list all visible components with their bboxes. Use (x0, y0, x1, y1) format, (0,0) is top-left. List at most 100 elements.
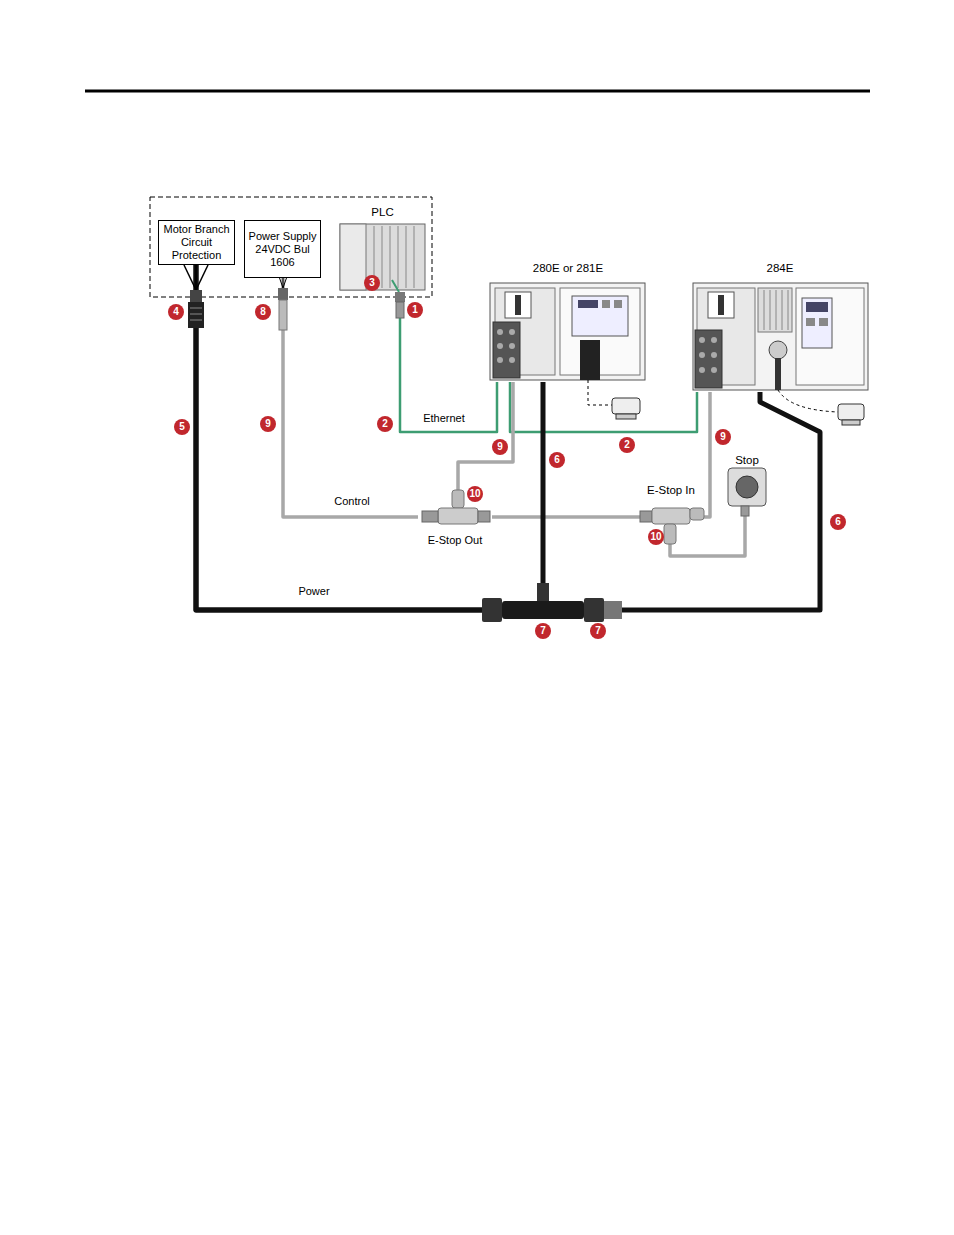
starter-280e (497, 329, 503, 335)
callout-number: 9 (492, 439, 508, 455)
plc-chassis (382, 226, 383, 288)
starter-280e (509, 329, 515, 335)
starter-284e (775, 358, 781, 390)
plc-chassis (398, 226, 399, 288)
plc-chassis (340, 224, 425, 292)
ethernet-plug (395, 292, 405, 318)
starter-284e (842, 420, 860, 425)
starter-284e (693, 283, 868, 425)
starter-284e (838, 404, 864, 420)
starter-280e (505, 292, 531, 318)
starter-284e (778, 390, 838, 412)
cable-label: Control (331, 495, 372, 507)
power-plug (190, 308, 202, 309)
stop-button (728, 468, 766, 516)
cable-label: Ethernet (420, 412, 468, 424)
control-cable (283, 278, 418, 517)
callout-number: 2 (619, 437, 635, 453)
power-tee (502, 601, 584, 619)
plc-chassis (406, 226, 407, 288)
starter-284e (718, 295, 724, 315)
starter-284e (802, 298, 832, 348)
callout-number: 9 (260, 416, 276, 432)
callout-number: 1 (407, 302, 423, 318)
panel-enclosure (150, 197, 432, 297)
callout-number: 4 (168, 304, 184, 320)
starter-280e (580, 340, 600, 380)
starter-device: 284E (690, 262, 870, 392)
node-text: PLC (371, 206, 393, 218)
estop-out-tee (452, 490, 464, 508)
power-tee (537, 583, 549, 601)
callout-number: 6 (549, 452, 565, 468)
power-tee (482, 583, 622, 622)
starter-284e (699, 367, 705, 373)
starter-284e (788, 290, 789, 330)
callout-number: 5 (174, 419, 190, 435)
ethernet-plug (396, 302, 404, 318)
node-text: E-Stop Out (428, 534, 482, 546)
starter-284e (699, 337, 705, 343)
starter-280e (616, 414, 636, 419)
plc-chassis (390, 226, 391, 288)
estop-in-tee (652, 508, 690, 524)
power-plug (190, 320, 202, 321)
starter-280e (612, 398, 640, 414)
callout-number: 10 (467, 486, 483, 502)
starter-280e (614, 300, 622, 308)
starter-280e (497, 357, 503, 363)
starter-284e (711, 352, 717, 358)
callout-number: 2 (377, 416, 393, 432)
plc-chassis (392, 280, 399, 292)
stop-station: Stop (722, 454, 772, 508)
starter-280e (509, 343, 515, 349)
estop-in-tee (690, 508, 704, 520)
power-tee (482, 598, 502, 622)
starter-284e (699, 352, 705, 358)
plc-chassis (340, 224, 425, 290)
starter-284e (711, 337, 717, 343)
control-cable (702, 392, 710, 517)
starter-280e (588, 380, 612, 405)
ethernet-plug (395, 292, 405, 302)
node-text: Power Supply 24VDC Bul 1606 (248, 230, 317, 269)
node-text: 280E or 281E (533, 262, 603, 274)
estop-in-tee (640, 508, 704, 544)
starter-280e (578, 300, 598, 308)
ethernet-cable (510, 382, 697, 432)
starter-device: 280E or 281E (488, 262, 648, 382)
control-plug (279, 300, 287, 330)
starter-280e (572, 296, 628, 336)
estop-out-tee (438, 508, 478, 524)
callout-number: 9 (715, 429, 731, 445)
callout-number: 3 (364, 275, 380, 291)
stop-button (728, 468, 766, 506)
starter-280e (509, 357, 515, 363)
starter-284e (819, 318, 828, 326)
power-plug (196, 265, 208, 290)
header-rule (85, 91, 870, 92)
callout-number: 10 (648, 529, 664, 545)
panel-enclosure (150, 197, 432, 297)
plc: PLC (335, 206, 430, 292)
power-plug (190, 290, 202, 302)
callout-number: 6 (830, 514, 846, 530)
power-plug (184, 265, 208, 328)
tee-connector: E-Stop Out (418, 504, 492, 546)
starter-284e (796, 288, 864, 385)
node-text: Stop (735, 454, 759, 466)
power-supply-box: Power Supply 24VDC Bul 1606 (244, 220, 321, 278)
starter-280e (602, 300, 610, 308)
protection-box: Motor Branch Circuit Protection (158, 220, 235, 265)
starter-284e (708, 292, 734, 318)
power-plug (195, 265, 197, 290)
tee-connector: E-Stop In (640, 484, 702, 528)
callout-number: 7 (590, 623, 606, 639)
starter-284e (782, 290, 783, 330)
power-cable (196, 265, 820, 610)
starter-284e (693, 283, 868, 390)
stop-button (741, 506, 749, 516)
